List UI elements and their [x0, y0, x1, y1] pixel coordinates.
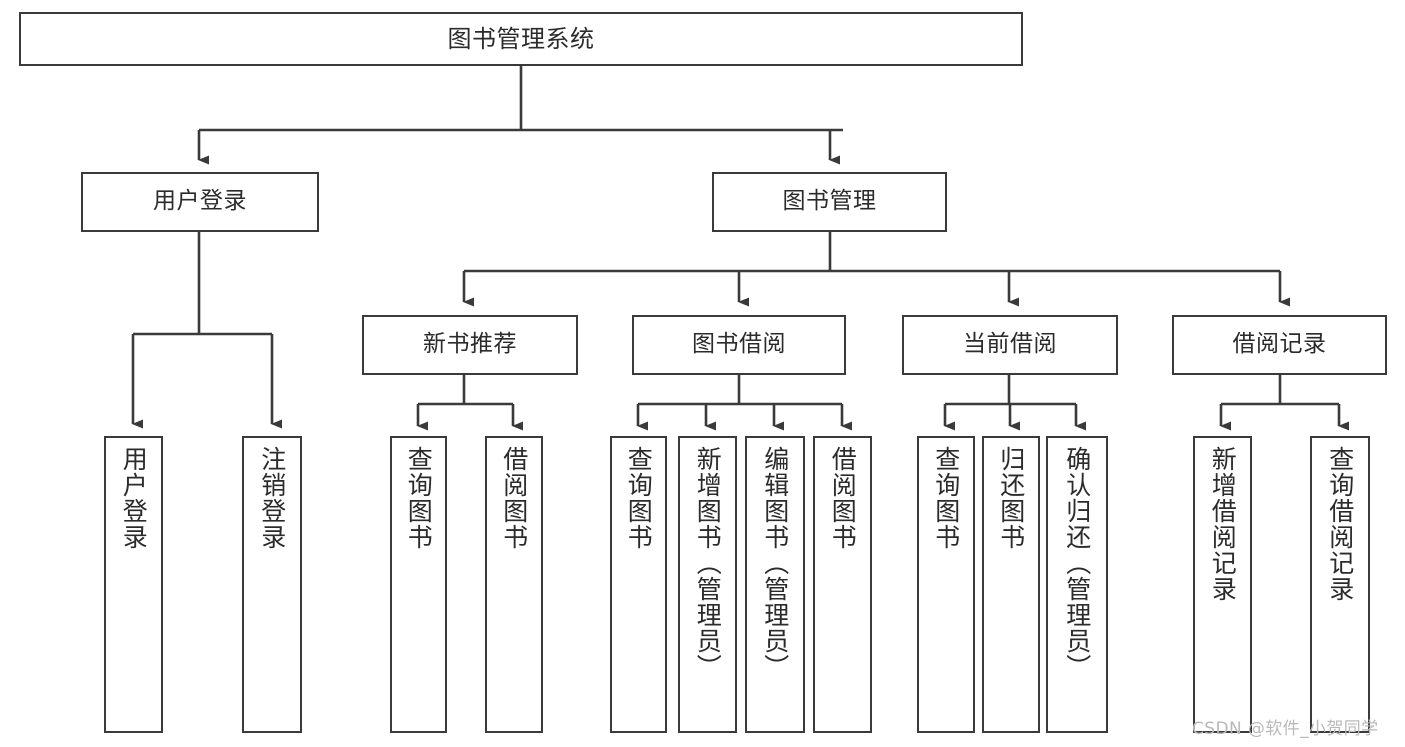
node-label: 用户登录	[119, 446, 149, 550]
node-label: 编辑图书（管理员）	[760, 446, 790, 680]
node-leaf-query-book-3[interactable]: 查询图书	[917, 436, 975, 733]
node-label: 新增借阅记录	[1208, 446, 1238, 602]
node-leaf-edit-book[interactable]: 编辑图书（管理员）	[745, 436, 805, 733]
node-book-manage[interactable]: 图书管理	[712, 172, 947, 232]
node-label: 当前借阅	[963, 331, 1057, 358]
node-leaf-query-record[interactable]: 查询借阅记录	[1310, 436, 1370, 733]
node-label: 查询借阅记录	[1325, 446, 1355, 602]
node-label: 注销登录	[257, 446, 287, 550]
node-label: 归还图书	[996, 446, 1026, 550]
csdn-watermark: CSDN @软件_小贺同学	[1192, 719, 1379, 739]
node-leaf-query-book-1[interactable]: 查询图书	[390, 436, 447, 733]
node-label: 查询图书	[404, 446, 434, 550]
node-leaf-add-book[interactable]: 新增图书（管理员）	[678, 436, 737, 733]
node-book-borrow[interactable]: 图书借阅	[632, 315, 846, 375]
node-label: 查询图书	[624, 446, 654, 550]
node-label: 查询图书	[931, 446, 961, 550]
node-label: 新书推荐	[423, 331, 517, 358]
node-label: 图书借阅	[692, 331, 786, 358]
node-new-book-recommend[interactable]: 新书推荐	[362, 315, 578, 375]
node-leaf-query-book-2[interactable]: 查询图书	[610, 436, 667, 733]
node-leaf-borrow-book-2[interactable]: 借阅图书	[813, 436, 872, 733]
node-label: 用户登录	[153, 188, 247, 215]
node-user-login[interactable]: 用户登录	[81, 172, 319, 232]
node-leaf-confirm-return[interactable]: 确认归还（管理员）	[1046, 436, 1108, 733]
node-leaf-user-login[interactable]: 用户登录	[104, 436, 163, 733]
node-current-borrow[interactable]: 当前借阅	[902, 315, 1118, 375]
node-leaf-borrow-book-1[interactable]: 借阅图书	[485, 436, 543, 733]
node-label: 图书管理系统	[447, 24, 595, 53]
node-leaf-return-book[interactable]: 归还图书	[982, 436, 1040, 733]
node-leaf-add-record[interactable]: 新增借阅记录	[1193, 436, 1252, 733]
node-label: 确认归还（管理员）	[1062, 446, 1092, 680]
node-borrow-record[interactable]: 借阅记录	[1172, 315, 1387, 375]
node-root-system[interactable]: 图书管理系统	[19, 12, 1023, 66]
node-label: 借阅记录	[1232, 331, 1327, 358]
node-label: 图书管理	[782, 188, 877, 215]
node-label: 借阅图书	[828, 446, 858, 550]
node-leaf-logout-login[interactable]: 注销登录	[242, 436, 302, 733]
node-label: 借阅图书	[499, 446, 529, 550]
node-label: 新增图书（管理员）	[693, 446, 723, 680]
